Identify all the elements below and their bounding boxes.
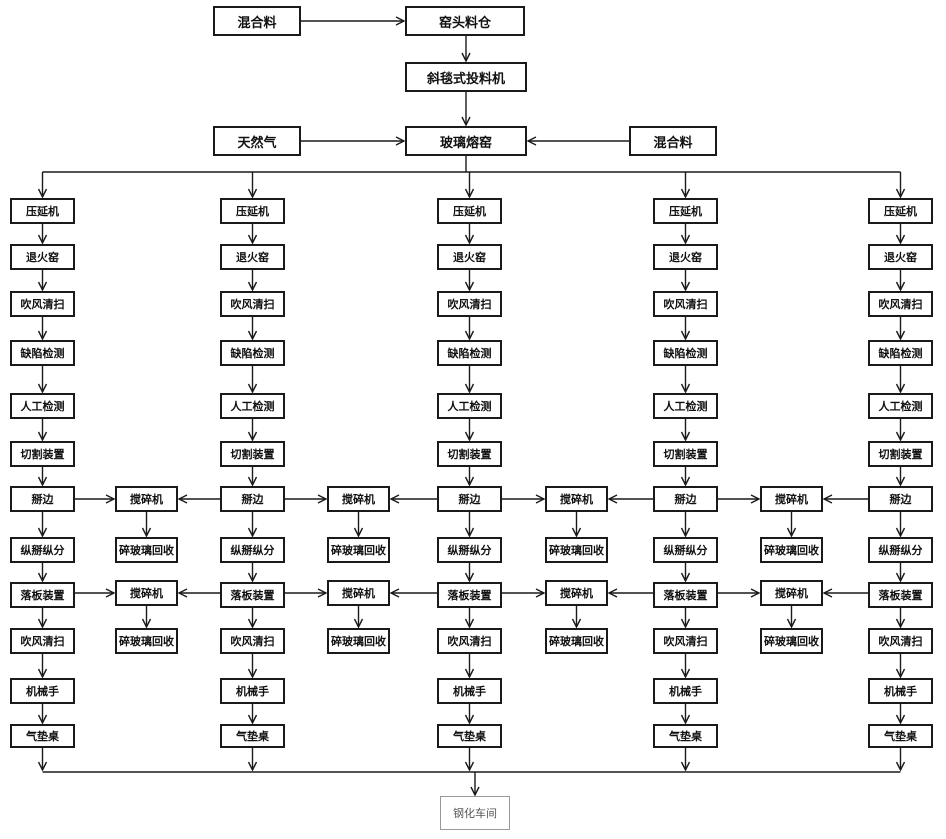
- line-5-step-2: 退火窑: [868, 244, 933, 270]
- line-5-step-3: 吹风清扫: [868, 291, 933, 317]
- line-2-step-5: 人工检测: [220, 393, 285, 419]
- line-3-step-3: 吹风清扫: [437, 291, 502, 317]
- line-4-step-11: 机械手: [653, 678, 718, 704]
- line-1-step-5: 人工检测: [10, 393, 75, 419]
- line-5-step-10: 吹风清扫: [868, 628, 933, 654]
- line-3-step-9: 落板装置: [437, 582, 502, 608]
- line-2-step-11: 机械手: [220, 678, 285, 704]
- line-3-step-8: 纵掰纵分: [437, 537, 502, 563]
- cullet-recovery-4-2: 碎玻璃回收: [760, 628, 823, 654]
- line-5-step-4: 缺陷检测: [868, 340, 933, 366]
- cullet-recovery-2-1: 碎玻璃回收: [327, 537, 390, 563]
- cullet-recovery-3-1: 碎玻璃回收: [545, 537, 608, 563]
- line-5-step-1: 压延机: [868, 198, 933, 224]
- line-4-step-7: 掰边: [653, 486, 718, 512]
- crusher-4-2: 搅碎机: [760, 580, 823, 606]
- line-2-step-9: 落板装置: [220, 582, 285, 608]
- line-1-step-12: 气垫桌: [10, 724, 75, 748]
- line-3-step-2: 退火窑: [437, 244, 502, 270]
- line-5-step-12: 气垫桌: [868, 724, 933, 748]
- line-5-step-8: 纵掰纵分: [868, 537, 933, 563]
- line-2-step-7: 掰边: [220, 486, 285, 512]
- line-1-step-9: 落板装置: [10, 582, 75, 608]
- line-3-step-11: 机械手: [437, 678, 502, 704]
- line-4-step-8: 纵掰纵分: [653, 537, 718, 563]
- glass-furnace-box: 玻璃熔窑: [405, 126, 527, 156]
- line-2-step-3: 吹风清扫: [220, 291, 285, 317]
- line-4-step-3: 吹风清扫: [653, 291, 718, 317]
- line-1-step-11: 机械手: [10, 678, 75, 704]
- line-3-step-12: 气垫桌: [437, 724, 502, 748]
- crusher-1-1: 搅碎机: [115, 486, 178, 512]
- line-2-step-2: 退火窑: [220, 244, 285, 270]
- line-3-step-5: 人工检测: [437, 393, 502, 419]
- line-1-step-3: 吹风清扫: [10, 291, 75, 317]
- line-5-step-6: 切割装置: [868, 441, 933, 467]
- tempering-workshop-box: 钢化车间: [440, 796, 510, 830]
- line-2-step-1: 压延机: [220, 198, 285, 224]
- line-1-step-4: 缺陷检测: [10, 340, 75, 366]
- line-1-step-1: 压延机: [10, 198, 75, 224]
- natural-gas-box: 天然气: [213, 126, 301, 156]
- feeder-box: 斜毯式投料机: [405, 62, 527, 92]
- line-3-step-4: 缺陷检测: [437, 340, 502, 366]
- crusher-2-1: 搅碎机: [327, 486, 390, 512]
- line-3-step-1: 压延机: [437, 198, 502, 224]
- line-4-step-4: 缺陷检测: [653, 340, 718, 366]
- line-3-step-7: 掰边: [437, 486, 502, 512]
- line-3-step-10: 吹风清扫: [437, 628, 502, 654]
- line-1-step-8: 纵掰纵分: [10, 537, 75, 563]
- line-5-step-9: 落板装置: [868, 582, 933, 608]
- line-4-step-10: 吹风清扫: [653, 628, 718, 654]
- crusher-3-2: 搅碎机: [545, 580, 608, 606]
- line-2-step-4: 缺陷检测: [220, 340, 285, 366]
- crusher-1-2: 搅碎机: [115, 580, 178, 606]
- line-2-step-10: 吹风清扫: [220, 628, 285, 654]
- line-2-step-8: 纵掰纵分: [220, 537, 285, 563]
- line-1-step-6: 切割装置: [10, 441, 75, 467]
- mix-material-left-box: 混合料: [213, 6, 301, 36]
- line-2-step-12: 气垫桌: [220, 724, 285, 748]
- mix-material-right-box: 混合料: [629, 126, 717, 156]
- crusher-3-1: 搅碎机: [545, 486, 608, 512]
- line-4-step-1: 压延机: [653, 198, 718, 224]
- line-5-step-11: 机械手: [868, 678, 933, 704]
- cullet-recovery-2-2: 碎玻璃回收: [327, 628, 390, 654]
- line-5-step-5: 人工检测: [868, 393, 933, 419]
- cullet-recovery-1-2: 碎玻璃回收: [115, 628, 178, 654]
- kiln-head-bin-box: 窑头料仓: [405, 6, 525, 36]
- cullet-recovery-1-1: 碎玻璃回收: [115, 537, 178, 563]
- line-4-step-5: 人工检测: [653, 393, 718, 419]
- line-2-step-6: 切割装置: [220, 441, 285, 467]
- line-4-step-6: 切割装置: [653, 441, 718, 467]
- line-1-step-2: 退火窑: [10, 244, 75, 270]
- line-4-step-9: 落板装置: [653, 582, 718, 608]
- cullet-recovery-4-1: 碎玻璃回收: [760, 537, 823, 563]
- line-1-step-10: 吹风清扫: [10, 628, 75, 654]
- line-5-step-7: 掰边: [868, 486, 933, 512]
- cullet-recovery-3-2: 碎玻璃回收: [545, 628, 608, 654]
- line-1-step-7: 掰边: [10, 486, 75, 512]
- line-4-step-12: 气垫桌: [653, 724, 718, 748]
- crusher-2-2: 搅碎机: [327, 580, 390, 606]
- line-4-step-2: 退火窑: [653, 244, 718, 270]
- line-3-step-6: 切割装置: [437, 441, 502, 467]
- crusher-4-1: 搅碎机: [760, 486, 823, 512]
